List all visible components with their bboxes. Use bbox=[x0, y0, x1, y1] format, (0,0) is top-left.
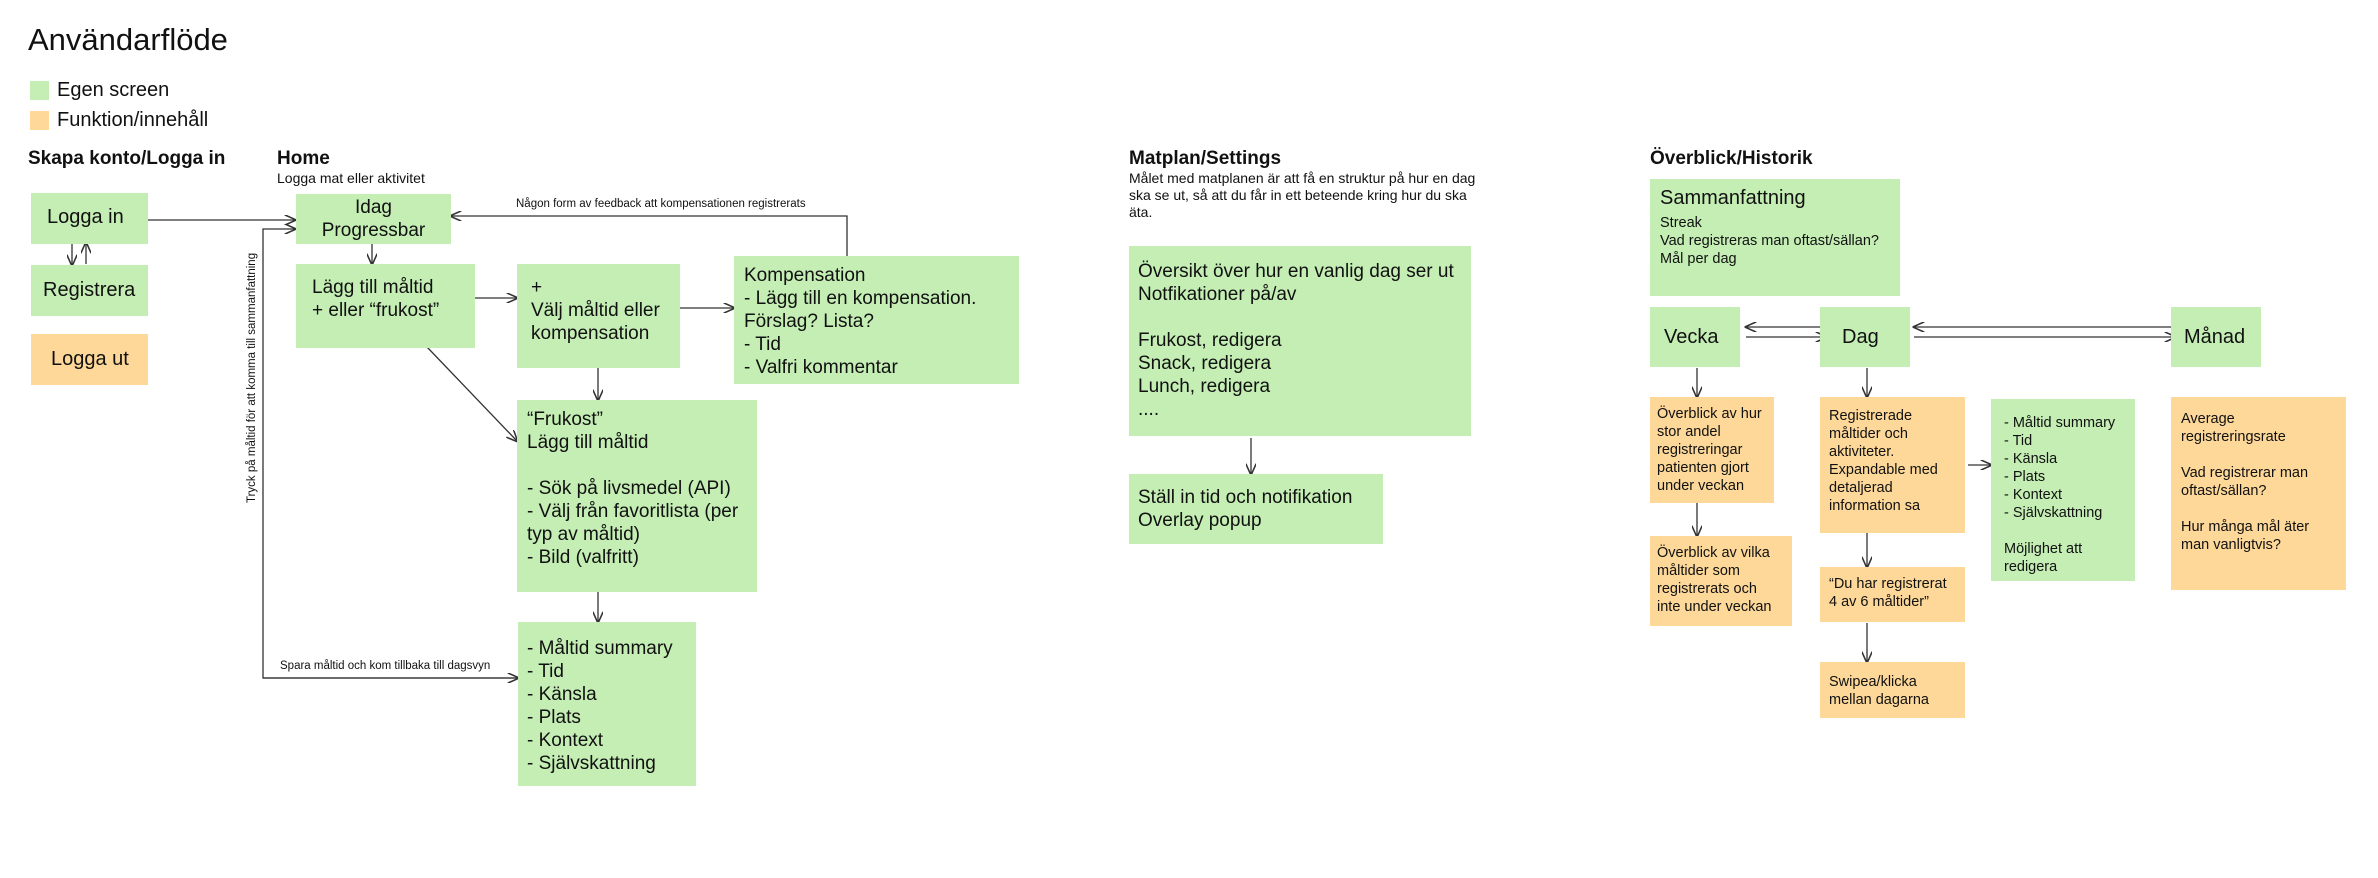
box-oversikt-dag: Översikt över hur en vanlig dag ser ut N… bbox=[1129, 246, 1471, 436]
annotation-tryck: Tryck på måltid för att komma till samma… bbox=[246, 252, 258, 503]
box-lagg-till-maltid: Lägg till måltid + eller “frukost” bbox=[296, 264, 475, 348]
box-logga-ut: Logga ut bbox=[31, 334, 148, 385]
section-heading-overview: Överblick/Historik bbox=[1650, 148, 1813, 169]
annotation-spara: Spara måltid och kom tillbaka till dagsv… bbox=[280, 660, 491, 672]
box-frukost-lagg-till: “Frukost” Lägg till måltid - Sök på livs… bbox=[517, 400, 757, 592]
box-maltid-summary: - Måltid summary - Tid - Känsla - Plats … bbox=[518, 622, 696, 786]
box-stall-in-tid: Ställ in tid och notifikation Overlay po… bbox=[1129, 474, 1383, 544]
section-subtitle-home: Logga mat eller aktivitet bbox=[277, 170, 425, 186]
box-vecka-andel: Överblick av hur stor andel registrering… bbox=[1650, 397, 1774, 503]
sammanfattning-body: Streak Vad registreras man oftast/sällan… bbox=[1660, 215, 1879, 267]
box-manad: Månad bbox=[2171, 307, 2261, 367]
box-manad-info: Average registreringsrate Vad registrera… bbox=[2171, 397, 2346, 590]
box-dag: Dag bbox=[1820, 307, 1910, 367]
box-idag-progressbar: Idag Progressbar bbox=[296, 194, 451, 244]
box-valj-maltid-kompensation: + Välj måltid eller kompensation bbox=[517, 264, 680, 368]
box-logga-in: Logga in bbox=[31, 193, 148, 244]
box-vecka-maltider: Överblick av vilka måltider som registre… bbox=[1650, 536, 1792, 626]
box-dag-registrerat-count: “Du har registrerat 4 av 6 måltider” bbox=[1820, 567, 1965, 622]
section-subtitle-matplan: Målet med matplanen är att få en struktu… bbox=[1129, 170, 1476, 220]
legend-swatch-function bbox=[30, 111, 49, 130]
box-dag-registrerade: Registrerade måltider och aktiviteter. E… bbox=[1820, 397, 1965, 533]
annotation-feedback: Någon form av feedback att kompensatione… bbox=[516, 198, 806, 210]
section-heading-matplan: Matplan/Settings bbox=[1129, 148, 1282, 169]
legend-swatch-screen bbox=[30, 81, 49, 100]
section-heading-account: Skapa konto/Logga in bbox=[28, 148, 226, 169]
page-title: Användarflöde bbox=[28, 22, 228, 57]
box-vecka: Vecka bbox=[1650, 307, 1740, 367]
sammanfattning-title: Sammanfattning bbox=[1660, 187, 1806, 209]
box-dag-detail: - Måltid summary - Tid - Känsla - Plats … bbox=[1991, 399, 2135, 581]
legend-label-screen: Egen screen bbox=[57, 79, 170, 101]
section-heading-home: Home bbox=[277, 148, 330, 169]
box-sammanfattning: Sammanfattning Streak Vad registreras ma… bbox=[1650, 179, 1900, 296]
box-dag-swipea: Swipea/klicka mellan dagarna bbox=[1820, 662, 1965, 718]
legend-label-function: Funktion/innehåll bbox=[57, 109, 209, 131]
box-kompensation: Kompensation - Lägg till en kompensation… bbox=[734, 256, 1019, 384]
box-registrera: Registrera bbox=[31, 265, 148, 316]
